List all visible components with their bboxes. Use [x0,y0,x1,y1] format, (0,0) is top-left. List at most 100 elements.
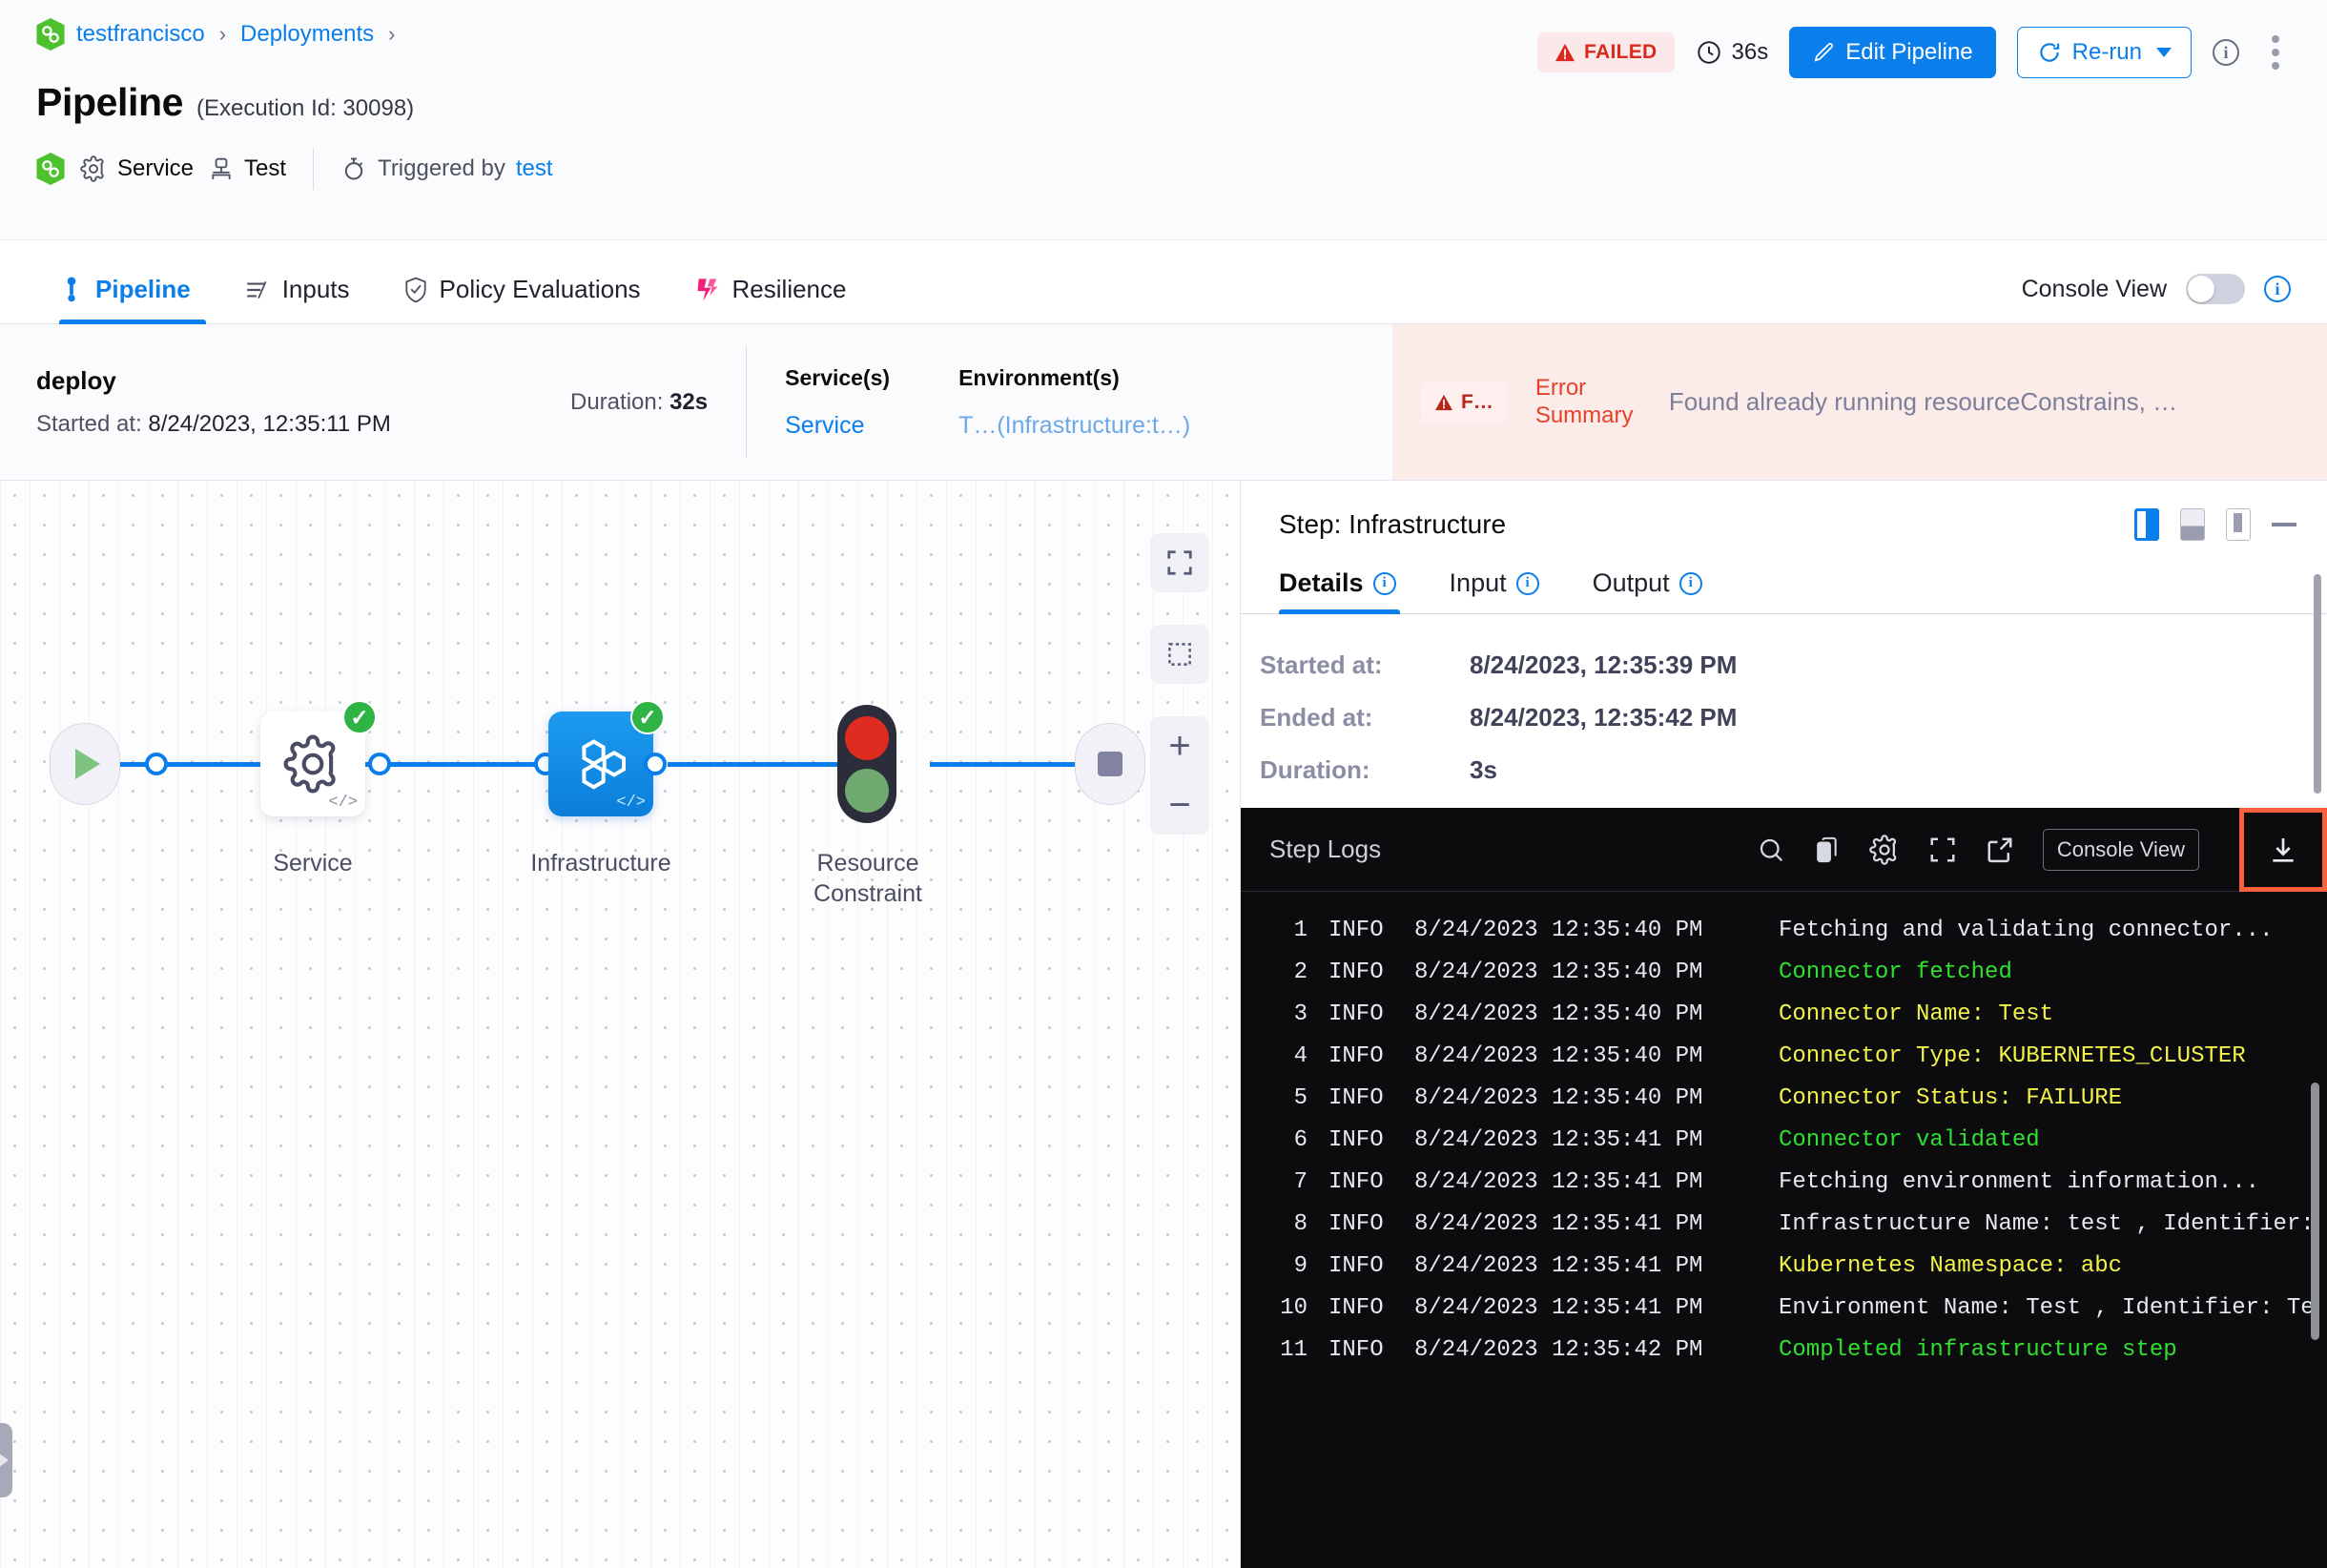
log-message: Connector Name: Test [1779,1001,2054,1027]
error-summary-text: Found already running resourceConstrains… [1668,387,2178,416]
console-view-toggle[interactable] [2186,274,2245,304]
download-logs-button[interactable] [2239,807,2327,892]
console-view-info-icon[interactable]: i [2264,276,2291,302]
services-value[interactable]: Service [785,411,865,439]
tab-output[interactable]: Output i [1593,568,1731,613]
more-options-button[interactable] [2260,30,2291,75]
log-line-number: 1 [1293,917,1308,943]
node-resource-constraint[interactable] [837,705,896,823]
log-message: Fetching and validating connector... [1779,917,2274,943]
detail-duration-label: Duration: [1260,755,1370,784]
detail-row: Ended at: 8/24/2023, 12:35:42 PM [1260,703,2289,732]
stage-started-label: Started at: [36,411,142,437]
split-narrow-icon[interactable] [2226,508,2251,541]
zoom-in-button[interactable]: + [1168,725,1191,767]
copy-icon[interactable] [1814,836,1841,864]
stage-name: deploy [36,366,116,395]
error-summary-label: Error Summary [1534,374,1634,428]
tab-inputs[interactable]: Inputs [217,275,377,323]
fullscreen-icon[interactable] [1928,836,1957,864]
marquee-select-button[interactable] [1150,625,1209,684]
tab-resilience[interactable]: Resilience [668,275,874,323]
triggered-by-user[interactable]: test [515,155,553,181]
collapse-panel-handle[interactable] [0,1423,12,1497]
log-message: Connector Status: FAILURE [1779,1084,2123,1111]
node-resource-constraint-label: Resource Constraint [813,850,922,907]
log-line: 1 INFO 8/24/2023 12:35:40 PM Fetching an… [1241,909,2327,951]
detail-row: Duration: 3s [1260,755,2289,785]
environments-value[interactable]: T…(Infrastructure:t…) [958,411,1191,439]
step-panel-header: Step: Infrastructure [1241,481,2327,568]
pipeline-canvas[interactable]: </> ✓ Service </> ✓ Infrastructure [0,481,1241,1568]
log-line: 4 INFO 8/24/2023 12:35:40 PM Connector T… [1241,1035,2327,1077]
pipeline-start-node[interactable] [50,723,120,805]
status-success-icon: ✓ [630,700,665,734]
log-level: INFO [1328,959,1384,985]
log-line: 8 INFO 8/24/2023 12:35:41 PM Infrastruct… [1241,1203,2327,1245]
rerun-info-icon[interactable]: i [2213,39,2239,66]
log-level: INFO [1328,917,1384,943]
log-level: INFO [1328,1042,1384,1069]
search-icon[interactable] [1757,836,1785,864]
log-line-number: 9 [1293,1252,1308,1279]
node-infrastructure[interactable]: </> ✓ [548,700,665,816]
minimize-icon[interactable] [2272,523,2296,526]
page-title: Pipeline [36,80,184,124]
summary-divider [746,345,748,459]
step-panel-scrollbar[interactable] [2314,574,2321,794]
open-external-icon[interactable] [1986,836,2014,864]
gear-icon[interactable] [1869,834,1900,865]
step-panel-layout-controls [2134,508,2296,541]
meta-service: Service [80,155,194,182]
tab-inputs-label: Inputs [281,275,350,303]
meta-trigger: Triggered by test [340,155,553,182]
download-icon [2273,837,2294,862]
log-line: 11 INFO 8/24/2023 12:35:42 PM Completed … [1241,1329,2327,1371]
edit-pipeline-label: Edit Pipeline [1845,39,1973,65]
clock-icon [1697,41,1720,64]
log-line-number: 10 [1280,1294,1308,1321]
detail-ended-value: 8/24/2023, 12:35:42 PM [1470,703,1738,732]
breadcrumb-deployments[interactable]: Deployments [240,21,375,47]
log-line-number: 8 [1293,1210,1308,1237]
pipeline-end-node[interactable] [1075,723,1145,805]
services-column: Service(s) Service [785,365,890,440]
infrastructure-icon [209,156,234,181]
log-line-number: 6 [1293,1126,1308,1153]
main-tabs: Pipeline Inputs Policy Evaluations R [0,240,2327,324]
tab-pipeline[interactable]: Pipeline [36,275,217,324]
status-success-icon: ✓ [342,700,377,734]
stage-duration-value: 32s [669,388,709,415]
traffic-light-red-icon [845,715,889,760]
log-timestamp: 8/24/2023 12:35:40 PM [1414,1084,1703,1111]
log-line: 6 INFO 8/24/2023 12:35:41 PM Connector v… [1241,1119,2327,1161]
detail-row: Started at: 8/24/2023, 12:35:39 PM [1260,650,2289,680]
node-service[interactable]: </> ✓ [260,700,377,816]
error-summary-panel: F… Error Summary Found already running r… [1392,324,2327,480]
log-lines[interactable]: 1 INFO 8/24/2023 12:35:40 PM Fetching an… [1241,892,2327,1568]
fit-screen-button[interactable] [1150,533,1209,592]
log-line-number: 11 [1280,1336,1308,1363]
tab-details[interactable]: Details i [1279,568,1425,614]
edit-pipeline-button[interactable]: Edit Pipeline [1789,27,1996,78]
chevron-down-icon [2156,48,2172,57]
shield-check-icon [404,277,426,302]
split-bottom-icon[interactable] [2180,508,2205,541]
tab-details-label: Details [1279,568,1364,597]
log-scrollbar[interactable] [2311,1083,2319,1340]
tab-policy-evaluations[interactable]: Policy Evaluations [377,275,668,323]
input-info-icon[interactable]: i [1515,571,1539,595]
logs-console-view-button[interactable]: Console View [2042,828,2199,871]
split-right-icon[interactable] [2134,508,2159,541]
output-info-icon[interactable]: i [1678,571,1702,595]
rerun-button[interactable]: Re-run [2016,27,2192,78]
breadcrumb-project[interactable]: testfrancisco [76,21,205,47]
details-info-icon[interactable]: i [1372,571,1396,595]
log-line: 3 INFO 8/24/2023 12:35:40 PM Connector N… [1241,993,2327,1035]
zoom-out-button[interactable]: − [1168,784,1191,826]
tab-input[interactable]: Input i [1450,568,1568,613]
connector-dot-start [145,753,168,775]
infrastructure-hex-icon [582,739,626,790]
traffic-light-green-icon [845,768,889,813]
harness-logo-icon [36,18,65,51]
